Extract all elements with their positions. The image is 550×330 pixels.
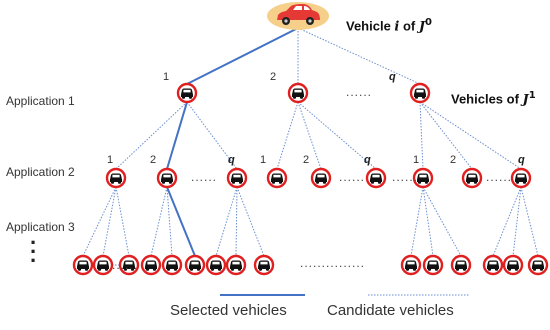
edge-l2-to-l3-2 xyxy=(102,186,117,257)
edge-l2-to-l3-9 xyxy=(236,186,265,257)
edge-l1-to-l2-7 xyxy=(419,101,424,170)
level2-index-1c: 1 xyxy=(413,154,420,166)
level3-car-icon-8 xyxy=(225,254,247,276)
level1-index-q: q xyxy=(389,71,396,83)
edge-root-to-l1-1 xyxy=(186,27,299,85)
edge-l2-to-l3-6 xyxy=(166,186,196,257)
level2-index-qb: q xyxy=(364,154,371,166)
level1-ellipsis: ...... xyxy=(346,85,373,99)
level3-car-icon-7 xyxy=(205,254,227,276)
level3-car-icon-9 xyxy=(253,254,275,276)
level3-car-icon-12 xyxy=(450,254,472,276)
edge-l2-to-l3-3 xyxy=(115,186,130,257)
level2-index-qa: q xyxy=(228,154,235,166)
level2-car-icon-9 xyxy=(510,167,532,189)
application-2-label: Application 2 xyxy=(6,165,75,179)
level3-car-icon-14 xyxy=(502,254,524,276)
legend-candidate-label: Candidate vehicles xyxy=(327,302,454,319)
edge-l2-to-l3-7 xyxy=(215,186,238,257)
level3-car-icon-4 xyxy=(140,254,162,276)
edge-l2-to-l3-12 xyxy=(422,186,462,257)
edge-l1-to-l2-6 xyxy=(297,101,377,170)
application-1-label: Application 1 xyxy=(6,94,75,108)
edge-l1-to-l2-2 xyxy=(166,101,188,170)
edge-l2-to-l3-8 xyxy=(235,186,238,257)
level3-car-icon-2 xyxy=(92,254,114,276)
level2-ellipsis-c: ...... xyxy=(392,170,419,184)
level2-ellipsis-d: ...... xyxy=(486,170,513,184)
application-3-label: Application 3 xyxy=(6,220,75,234)
edge-l2-to-l3-4 xyxy=(150,186,168,257)
level2-car-icon-3 xyxy=(226,167,248,189)
level1-car-icon-1 xyxy=(176,82,198,104)
level1-vehicles-label: Vehicles of J1 xyxy=(451,90,536,108)
level1-car-icon-3 xyxy=(409,82,431,104)
root-vehicle-label: Vehicle i of J0 xyxy=(346,17,432,35)
edge-l2-to-l3-11 xyxy=(422,186,434,257)
edge-l2-to-l3-5 xyxy=(166,186,173,257)
level2-index-1a: 1 xyxy=(107,154,114,166)
level2-car-icon-8 xyxy=(461,167,483,189)
level3-car-icon-1 xyxy=(72,254,94,276)
level2-index-2b: 2 xyxy=(303,154,310,166)
edge-l2-to-l3-13 xyxy=(492,186,522,257)
level3-ellipsis-a: ...... xyxy=(112,258,139,272)
level2-car-icon-5 xyxy=(310,167,332,189)
edge-l1-to-l2-9 xyxy=(419,101,522,170)
level2-index-1b: 1 xyxy=(260,154,267,166)
edge-l1-to-l2-4 xyxy=(276,101,299,170)
level2-index-2c: 2 xyxy=(450,154,457,166)
level2-car-icon-6 xyxy=(365,167,387,189)
more-applications-ellipsis: ··· xyxy=(30,230,38,273)
edge-l2-to-l3-15 xyxy=(520,186,539,257)
edge-l2-to-l3-14 xyxy=(512,186,522,257)
edge-root-to-l1-3 xyxy=(297,27,421,85)
level2-ellipsis-a: ...... xyxy=(191,170,218,184)
edge-l1-to-l2-8 xyxy=(419,101,473,170)
level3-car-icon-13 xyxy=(482,254,504,276)
root-vehicle-car-icon xyxy=(267,2,329,30)
level3-car-icon-5 xyxy=(161,254,183,276)
level3-car-icon-10 xyxy=(400,254,422,276)
tree-edges xyxy=(82,27,539,266)
level1-car-icon-2 xyxy=(287,82,309,104)
level3-car-icon-6 xyxy=(184,254,206,276)
level2-car-icon-1 xyxy=(105,167,127,189)
level2-car-icon-2 xyxy=(156,167,178,189)
vehicle-nodes xyxy=(72,2,549,276)
edge-l2-to-l3-10 xyxy=(410,186,424,257)
level2-index-qc: q xyxy=(518,154,525,166)
level2-index-2a: 2 xyxy=(150,154,157,166)
edge-l1-to-l2-3 xyxy=(186,101,238,170)
legend-selected-label: Selected vehicles xyxy=(170,302,287,319)
level3-car-icon-11 xyxy=(422,254,444,276)
level2-car-icon-4 xyxy=(266,167,288,189)
level1-index-2: 2 xyxy=(270,71,277,83)
edge-l2-to-l3-1 xyxy=(82,186,117,257)
edge-l1-to-l2-1 xyxy=(115,101,188,170)
level1-index-1: 1 xyxy=(163,71,170,83)
level3-car-icon-15 xyxy=(527,254,549,276)
level3-ellipsis-main: ............... xyxy=(300,256,366,270)
level2-ellipsis-b: ...... xyxy=(339,170,366,184)
